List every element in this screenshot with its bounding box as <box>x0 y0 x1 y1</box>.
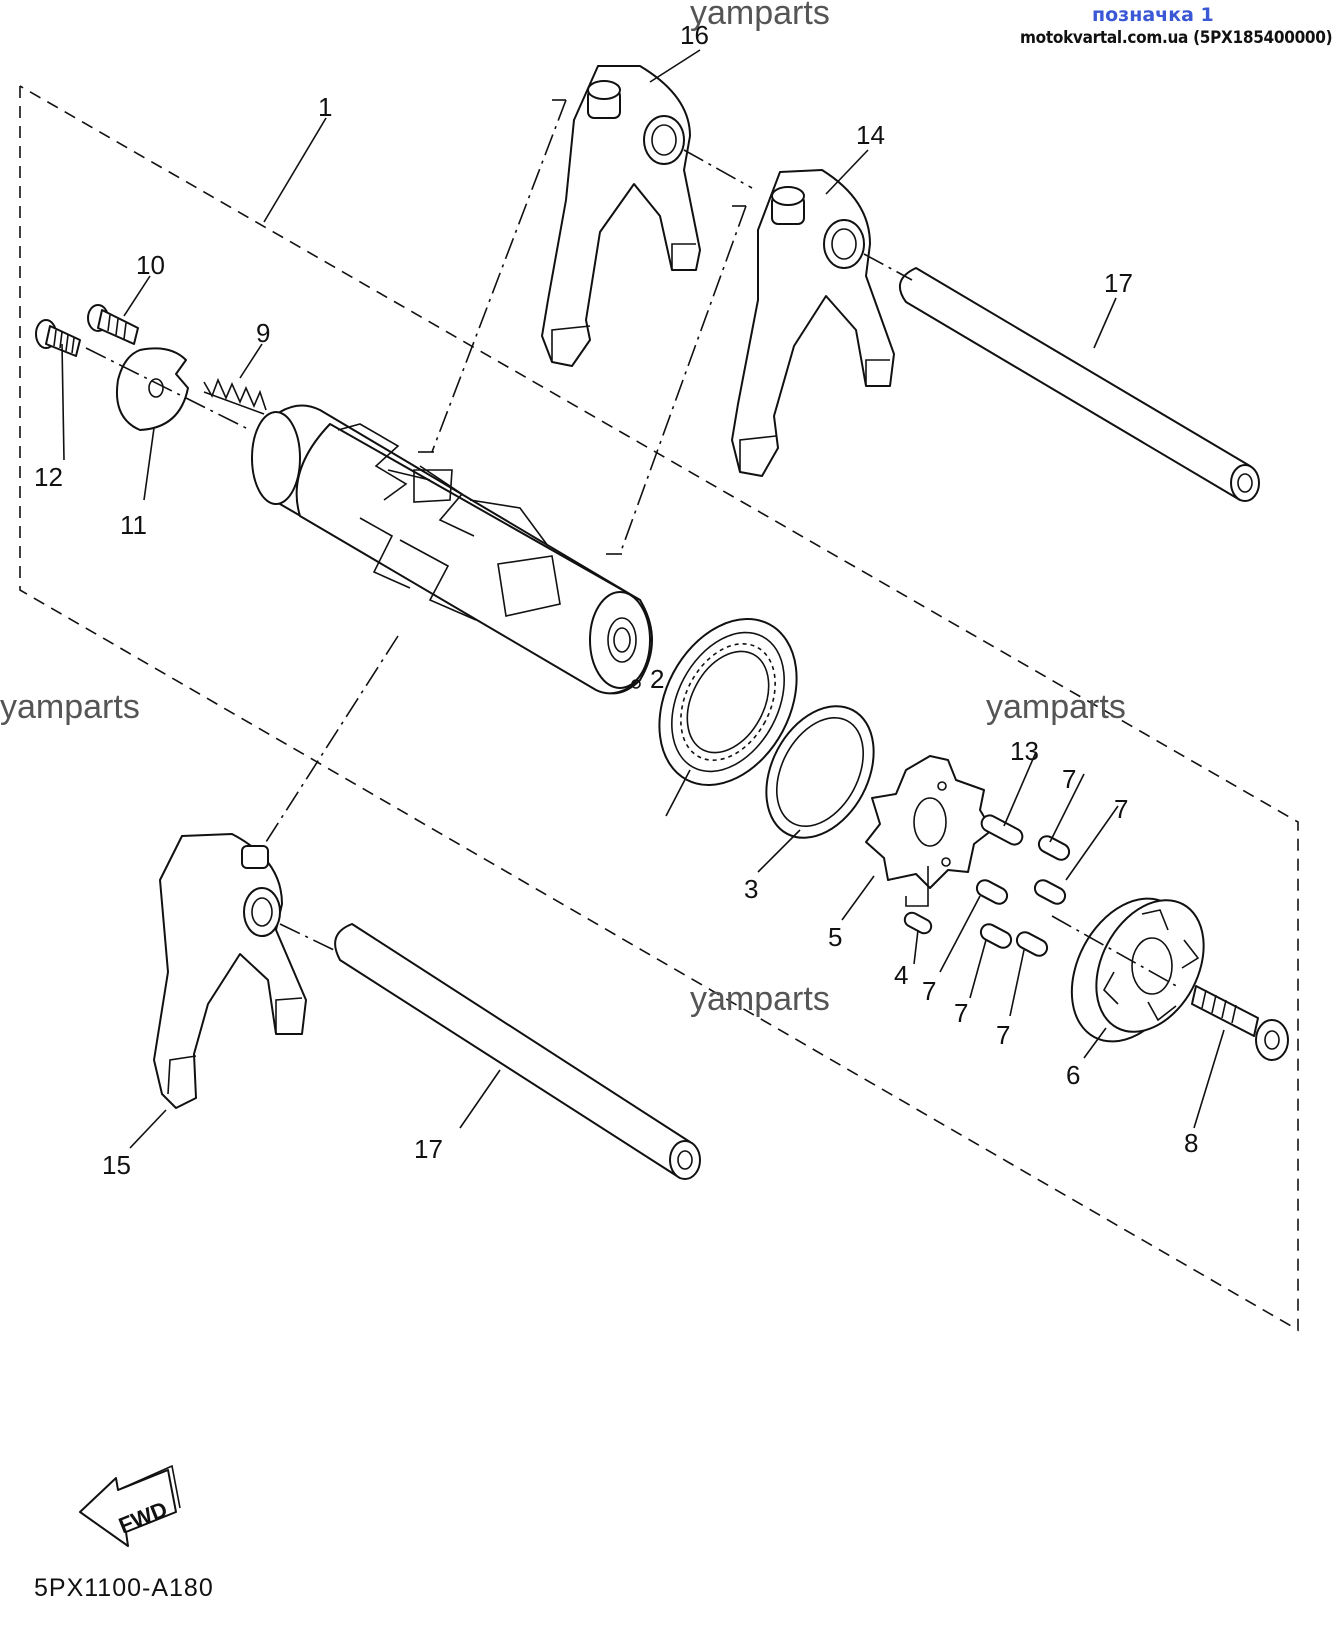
callout-7: 7 <box>1062 764 1076 794</box>
callout-2: 2 <box>650 664 664 694</box>
callout-7: 7 <box>954 998 968 1028</box>
screw-12 <box>35 319 81 357</box>
callout-5: 5 <box>828 922 842 952</box>
callout-10: 10 <box>136 250 165 280</box>
assembly-boundary <box>19 85 1299 1332</box>
shift-drum <box>251 404 653 695</box>
guide-bar-17-lower <box>279 923 701 1180</box>
callout-13: 13 <box>1010 736 1039 766</box>
ring-3 <box>765 705 875 839</box>
callout-16: 16 <box>680 20 709 50</box>
segment-5 <box>865 755 993 889</box>
diagram-code: 5PX1100-A180 <box>34 1574 214 1602</box>
callout-17: 17 <box>1104 268 1133 298</box>
leader-lines <box>61 49 1225 1149</box>
spring-9 <box>203 377 267 415</box>
shift-fork-15 <box>153 833 307 1109</box>
fwd-arrow-icon: FWD <box>79 1464 181 1547</box>
callout-7: 7 <box>996 1020 1010 1050</box>
callout-6: 6 <box>1066 1060 1080 1090</box>
callout-14: 14 <box>856 120 885 150</box>
pins <box>903 814 1071 957</box>
callout-7: 7 <box>1114 794 1128 824</box>
watermark: yamparts <box>986 688 1126 726</box>
callout-12: 12 <box>34 462 63 492</box>
callout-8: 8 <box>1184 1128 1198 1158</box>
stopper-plate-11 <box>85 347 251 431</box>
callout-4: 4 <box>894 960 908 990</box>
watermark: yamparts <box>0 688 140 726</box>
callout-15: 15 <box>102 1150 131 1180</box>
callout-1: 1 <box>318 92 332 122</box>
guide-lines <box>265 99 747 843</box>
callout-7: 7 <box>922 976 936 1006</box>
callout-3: 3 <box>744 874 758 904</box>
bearing-2 <box>658 618 798 786</box>
screw-8 <box>1191 985 1289 1061</box>
screw-10 <box>87 304 139 345</box>
shift-fork-16 <box>541 65 701 367</box>
shift-fork-14 <box>731 169 895 477</box>
watermark: yamparts <box>690 980 830 1018</box>
badge-text: позначка 1 <box>1092 4 1214 26</box>
callout-17: 17 <box>414 1134 443 1164</box>
watermark: yamparts <box>690 0 830 32</box>
callout-9: 9 <box>256 318 270 348</box>
segment-6 <box>1051 897 1205 1043</box>
guide-bar-17-upper <box>683 149 1260 502</box>
source-text: motokvartal.com.ua (5PX185400000) <box>1020 28 1333 48</box>
callout-11: 11 <box>120 510 147 540</box>
